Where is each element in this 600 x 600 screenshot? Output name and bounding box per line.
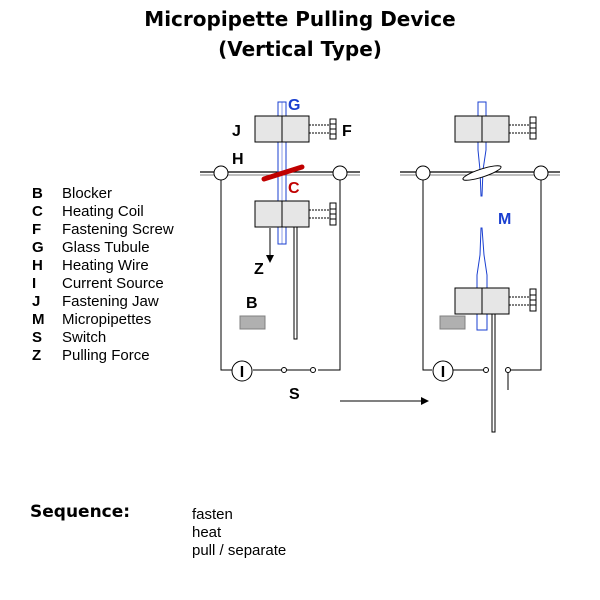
switch-contact-1 bbox=[483, 367, 489, 373]
legend-letter-z: Z bbox=[32, 347, 41, 364]
blocker bbox=[239, 315, 266, 330]
sequence-title: Sequence: bbox=[30, 502, 130, 522]
legend-letter-f: F bbox=[32, 221, 41, 238]
legend-desc-z: Pulling Force bbox=[62, 347, 150, 364]
heating-coil bbox=[261, 164, 305, 182]
sequence-step-2: heat bbox=[192, 524, 222, 541]
current-source-icon bbox=[432, 360, 454, 382]
switch-contact-2 bbox=[310, 367, 316, 373]
legend-desc-c: Heating Coil bbox=[62, 203, 144, 220]
switch-contact-1 bbox=[281, 367, 287, 373]
weight-rod bbox=[491, 313, 496, 433]
legend-desc-j: Fastening Jaw bbox=[62, 293, 159, 310]
circuit-wire-right bbox=[318, 178, 341, 371]
circuit-wire-left bbox=[422, 178, 432, 371]
terminal-right bbox=[533, 165, 549, 181]
legend-letter-g: G bbox=[32, 239, 44, 256]
label-s: S bbox=[289, 386, 300, 403]
current-source-icon bbox=[231, 360, 253, 382]
circuit-wire-left bbox=[220, 178, 232, 371]
title-line-2: (Vertical Type) bbox=[218, 37, 382, 61]
legend-letter-j: J bbox=[32, 293, 40, 310]
heating-coil-cooled bbox=[462, 165, 502, 181]
terminal-left bbox=[213, 165, 229, 181]
legend: B Blocker C Heating Coil F Fastening Scr… bbox=[32, 185, 174, 364]
switch-contact-2 bbox=[505, 367, 511, 373]
terminal-right bbox=[332, 165, 348, 181]
legend-desc-i: Current Source bbox=[62, 275, 164, 292]
label-z: Z bbox=[254, 261, 264, 278]
micropipette-lower bbox=[476, 227, 488, 331]
legend-desc-h: Heating Wire bbox=[62, 257, 149, 274]
label-b: B bbox=[246, 295, 258, 312]
label-m: M bbox=[498, 211, 511, 228]
legend-desc-s: Switch bbox=[62, 329, 106, 346]
legend-desc-m: Micropipettes bbox=[62, 311, 151, 328]
label-f: F bbox=[342, 123, 352, 140]
current-source-label: I bbox=[441, 364, 445, 381]
legend-letter-b: B bbox=[32, 185, 43, 202]
sequence-step-1: fasten bbox=[192, 506, 233, 523]
legend-letter-h: H bbox=[32, 257, 43, 274]
apparatus-after: I M bbox=[400, 101, 560, 433]
current-source-label: I bbox=[240, 364, 244, 381]
legend-desc-g: Glass Tubule bbox=[62, 239, 150, 256]
label-h: H bbox=[232, 151, 244, 168]
legend-letter-s: S bbox=[32, 329, 42, 346]
weight-rod bbox=[293, 226, 298, 340]
title-line-1: Micropipette Pulling Device bbox=[144, 7, 455, 31]
legend-desc-f: Fastening Screw bbox=[62, 221, 174, 238]
sequence-step-3: pull / separate bbox=[192, 542, 286, 559]
legend-letter-m: M bbox=[32, 311, 45, 328]
blocker bbox=[439, 315, 466, 330]
legend-letter-c: C bbox=[32, 203, 43, 220]
terminal-left bbox=[415, 165, 431, 181]
apparatus-before: I G J bbox=[200, 97, 360, 403]
label-j: J bbox=[232, 123, 241, 140]
label-c: C bbox=[288, 180, 300, 197]
circuit-wire-right bbox=[510, 178, 542, 371]
label-g: G bbox=[288, 97, 300, 114]
legend-letter-i: I bbox=[32, 275, 36, 292]
legend-desc-b: Blocker bbox=[62, 185, 112, 202]
